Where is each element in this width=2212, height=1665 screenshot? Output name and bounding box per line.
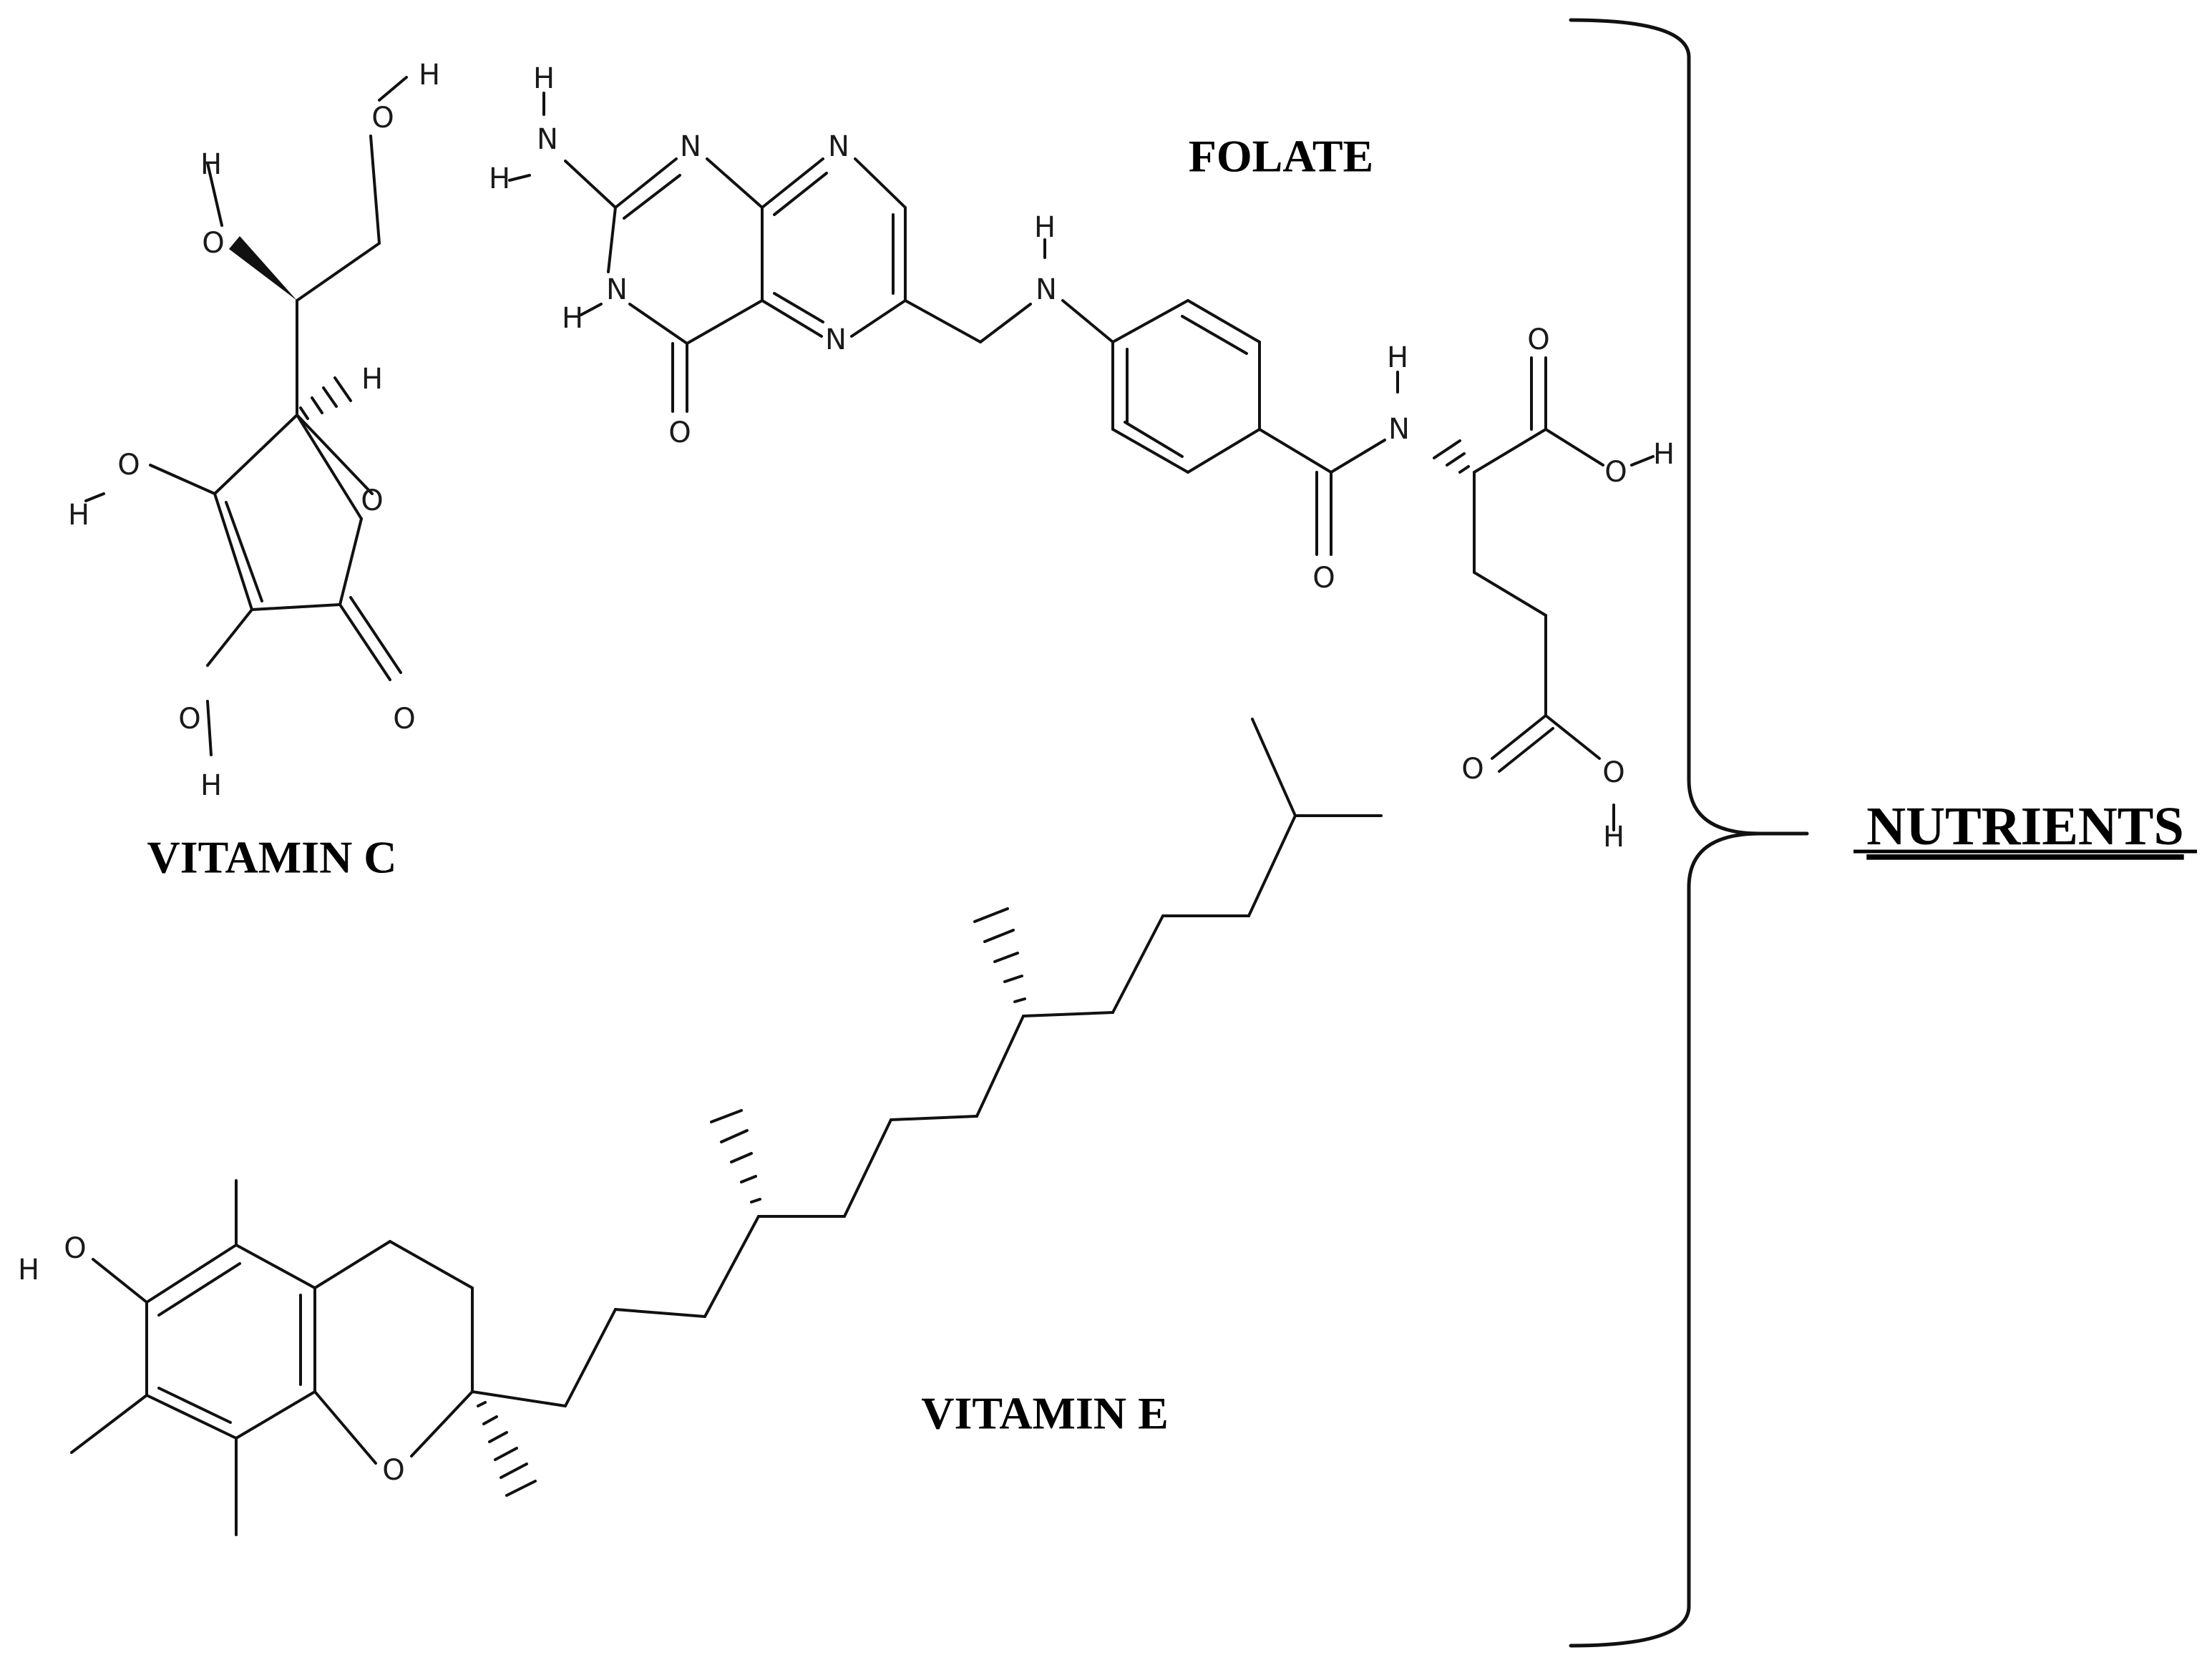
atom-O: O (1602, 756, 1624, 789)
hash-bond (973, 907, 1026, 1003)
atom-O: O (668, 416, 691, 449)
atom-H: H (562, 302, 583, 335)
vitamin-c-structure: O H H O H O H O O H O (68, 59, 440, 802)
atom-N: N (828, 130, 849, 163)
atom-O: O (361, 484, 383, 517)
atom-O: O (1527, 323, 1549, 356)
vitamin-e-structure: H O O (18, 718, 1383, 1536)
atom-O: O (1312, 562, 1335, 595)
hash-bond (477, 1401, 537, 1497)
atom-H: H (200, 769, 222, 802)
atom-O: O (393, 703, 415, 736)
atom-O: O (371, 102, 394, 135)
atom-H: H (1603, 821, 1624, 854)
atom-H: H (1387, 341, 1408, 374)
atom-O: O (1461, 753, 1483, 786)
folate-label: FOLATE (1189, 131, 1373, 182)
atom-H: H (18, 1254, 39, 1286)
atom-H: H (1034, 211, 1056, 244)
atom-O: O (178, 703, 200, 736)
atom-H: H (68, 499, 89, 532)
atom-O: O (202, 227, 224, 260)
wedge-bond (229, 236, 297, 301)
atom-O: O (64, 1232, 86, 1265)
atom-N: N (1388, 413, 1410, 446)
vitamin-c-label: VITAMIN C (147, 832, 396, 883)
hash-bond (710, 1109, 761, 1203)
hash-bond (1433, 439, 1470, 474)
atom-O: O (382, 1454, 404, 1487)
atom-N: N (680, 130, 701, 163)
atom-H: H (533, 62, 555, 95)
atom-N: N (825, 323, 847, 356)
nutrients-label: NUTRIENTS (1866, 796, 2183, 856)
atom-N: N (537, 123, 558, 156)
atom-H: H (489, 162, 510, 195)
atom-N: N (606, 273, 628, 306)
atom-H: H (419, 59, 440, 92)
atom-N: N (1036, 273, 1057, 306)
curly-brace (1569, 18, 1761, 1648)
atom-O: O (1604, 456, 1627, 489)
atom-O: O (117, 449, 140, 482)
vitamin-e-label: VITAMIN E (921, 1388, 1169, 1439)
atom-H: H (361, 363, 383, 396)
atom-H: H (1653, 438, 1675, 471)
atom-H: H (200, 148, 222, 181)
hash-bond (299, 376, 352, 420)
folate-structure: H N H N N H O N N H N O H N O O H O O H (489, 62, 1675, 854)
